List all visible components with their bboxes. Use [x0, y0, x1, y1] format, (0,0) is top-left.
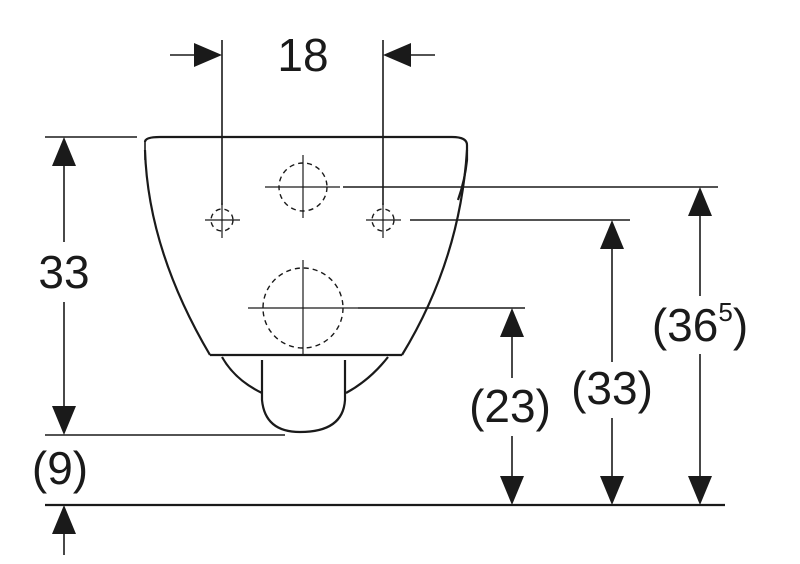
dimension-height-top: [343, 186, 718, 505]
label-height-top-base: (36: [652, 299, 718, 351]
label-height-top: (365): [652, 297, 748, 351]
drain-hole: [248, 260, 358, 356]
dimension-offset-left: [52, 505, 76, 555]
label-height-top-sup: 5: [718, 297, 732, 327]
dimension-width-top: [170, 40, 435, 205]
dimension-height-mid: [410, 219, 630, 505]
left-bolt-hole: [205, 203, 240, 238]
label-offset-left: (9): [32, 442, 88, 494]
right-bolt-hole: [366, 203, 401, 238]
upper-supply-hole: [265, 155, 340, 218]
label-height-left: 33: [38, 246, 89, 298]
label-height-mid: (33): [571, 362, 653, 414]
toilet-outline: [143, 135, 469, 434]
label-height-drain: (23): [469, 380, 551, 432]
dimension-height-drain: [358, 307, 525, 505]
label-height-top-close: ): [733, 299, 748, 351]
label-width-top: 18: [277, 29, 328, 81]
dimension-height-left: [45, 136, 285, 436]
